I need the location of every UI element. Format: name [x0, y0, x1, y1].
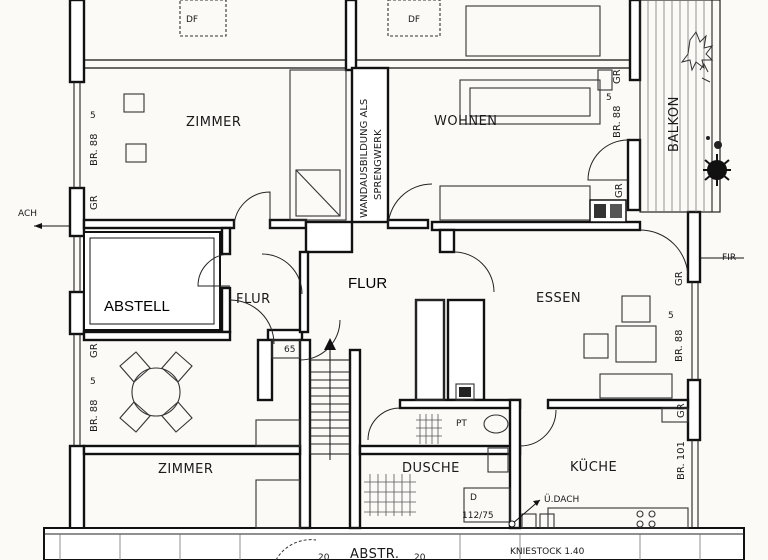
room-label-essen: ESSEN: [536, 291, 581, 306]
dimension-65: 65: [284, 345, 295, 355]
df-label-left: DF: [186, 15, 198, 25]
gr-label: GR: [674, 271, 685, 286]
room-label-kueche: KÜCHE: [570, 458, 617, 475]
gr-label: GR: [89, 343, 100, 358]
kniestock-label: KNIESTOCK 1.40: [510, 547, 585, 557]
plant-icon: [703, 136, 731, 186]
gr-label: GR: [676, 403, 687, 418]
kniestock-hatching: [59, 534, 701, 560]
outer-walls: [43, 0, 745, 560]
room-label-zimmer-top: ZIMMER: [186, 115, 241, 130]
u-dach-label: Ü.DACH: [544, 494, 579, 505]
dusche-dim-d: D: [470, 493, 477, 503]
round-table: [119, 351, 193, 433]
wandausbildung-label: WANDAUSBILDUNG ALS: [359, 99, 370, 218]
window-width-sup: 5: [90, 377, 96, 387]
room-label-balkon: BALKON: [667, 96, 682, 152]
plant-icon: [680, 30, 714, 83]
df-label-right: DF: [408, 15, 420, 25]
room-label-flur-small: FLUR: [236, 292, 271, 307]
staircase: [309, 338, 351, 460]
balkon: [639, 0, 731, 213]
window-width-sup: 5: [90, 111, 96, 121]
gr-label: GR: [612, 69, 623, 84]
dashed-arc: [275, 539, 317, 560]
fir-label: FIR: [722, 253, 736, 263]
room-label-flur-main: FLUR: [348, 275, 387, 292]
window-width-top-left: BR. 88: [89, 133, 100, 166]
room-label-abstell: ABSTELL: [104, 298, 170, 315]
window-width-sup: 5: [668, 311, 674, 321]
abstr-label: ABSTR.: [350, 547, 399, 560]
u-dach-pointer: [508, 499, 541, 528]
furniture: [119, 0, 689, 529]
ach-label: ACH: [18, 209, 37, 219]
gr-label: GR: [614, 183, 625, 198]
room-label-zimmer-bottom: ZIMMER: [158, 462, 213, 477]
shower-tiles: [364, 414, 442, 516]
window-width-wohnen: BR. 88: [612, 105, 623, 138]
dimension-20-left: 20: [318, 553, 330, 560]
sprengwerk-label: SPRENGWERK: [373, 129, 384, 200]
interior-walls: [82, 66, 690, 530]
room-label-dusche: DUSCHE: [402, 461, 460, 476]
dusche-dim-size: 112/75: [462, 511, 494, 521]
window-width-essen: BR. 88: [674, 329, 685, 362]
dimension-20-right: 20: [414, 553, 426, 560]
left-arrow-icon: [34, 223, 70, 229]
doors: [197, 139, 689, 447]
window-width-sup: 5: [606, 93, 612, 103]
pt-label: PT: [456, 419, 467, 429]
window-width-kueche: BR. 101: [676, 441, 687, 480]
window-width-bottom-left: BR. 88: [89, 399, 100, 432]
room-label-wohnen: WOHNEN: [434, 114, 498, 129]
up-arrow-icon: [324, 338, 336, 350]
gr-label: GR: [89, 195, 100, 210]
